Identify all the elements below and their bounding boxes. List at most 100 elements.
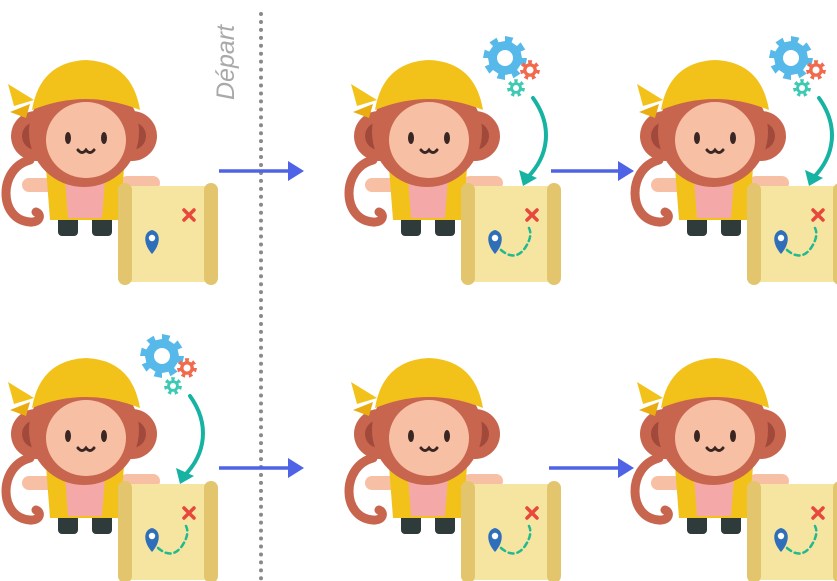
- flow-arrow-head: [618, 458, 634, 478]
- monkey-hat: [661, 358, 769, 408]
- map-roll: [118, 481, 132, 581]
- monkey-eye: [65, 132, 71, 144]
- monkey-mouth: [76, 147, 96, 154]
- process-step: [344, 358, 561, 581]
- monkey-eye: [444, 430, 450, 442]
- monkey-eye: [444, 132, 450, 144]
- monkey-mouth: [419, 445, 439, 452]
- map-pin-dot: [777, 532, 785, 540]
- process-step: [344, 36, 561, 285]
- monkey-tail: [1, 155, 44, 227]
- map-trail: [156, 524, 189, 555]
- monkey-hat-knot: [353, 104, 373, 118]
- gear-hole: [183, 364, 191, 372]
- monkey-face: [46, 102, 126, 178]
- map-paper: [461, 484, 559, 580]
- gear-hole: [513, 85, 519, 91]
- monkey-icon: [344, 358, 503, 534]
- map-trail: [499, 524, 532, 555]
- map-paper: [118, 186, 216, 282]
- map-cross-icon: [811, 506, 825, 520]
- flow-arrow-head: [288, 458, 304, 478]
- map-roll: [547, 183, 561, 285]
- monkey-hat: [32, 60, 140, 110]
- monkey-hat-knot: [637, 382, 663, 404]
- map-trail: [785, 524, 818, 555]
- monkey-icon: [344, 60, 503, 236]
- map-icon: [118, 481, 218, 581]
- monkey-hat-knot: [351, 84, 377, 106]
- flow-arrow: [549, 458, 634, 478]
- process-step: [630, 358, 837, 581]
- monkey-mouth: [76, 445, 96, 452]
- monkey-hat: [375, 358, 483, 408]
- map-paper: [118, 484, 216, 580]
- process-step: [630, 36, 837, 285]
- monkey-hat-knot: [639, 402, 659, 416]
- monkey-icon: [630, 60, 789, 236]
- process-step: [1, 334, 218, 581]
- process-arrow-head: [176, 468, 194, 484]
- monkey-eye: [408, 430, 414, 442]
- monkey-hat: [32, 358, 140, 408]
- map-roll: [747, 183, 761, 285]
- map-icon: [461, 183, 561, 285]
- map-pin-dot: [148, 234, 156, 242]
- map-pin-icon: [774, 528, 788, 552]
- monkey-face: [389, 400, 469, 476]
- monkey-mouth: [705, 445, 725, 452]
- monkey-hat-knot: [353, 402, 373, 416]
- monkey-hat-knot: [637, 84, 663, 106]
- flow-arrow-head: [618, 161, 634, 181]
- map-roll: [204, 481, 218, 581]
- map-roll: [461, 183, 475, 285]
- monkey-hat-knot: [8, 84, 34, 106]
- map-pin-icon: [774, 230, 788, 254]
- map-pin-icon: [488, 230, 502, 254]
- monkey-hat: [375, 60, 483, 110]
- monkey-tail: [344, 453, 387, 525]
- process-arrow: [182, 394, 205, 478]
- map-icon: [118, 183, 218, 285]
- gear-hole: [497, 50, 513, 66]
- flow-arrow: [551, 161, 634, 181]
- process-arrow-head: [519, 170, 537, 186]
- start-divider: [259, 12, 263, 581]
- map-roll: [747, 481, 761, 581]
- flow-arrow-head: [288, 161, 304, 181]
- map-cross-icon: [182, 506, 196, 520]
- gear-hole: [526, 66, 534, 74]
- map-pin-dot: [777, 234, 785, 242]
- map-cross-icon: [525, 208, 539, 222]
- map-roll: [833, 481, 837, 581]
- map-trail: [499, 226, 532, 257]
- map-icon: [747, 183, 837, 285]
- monkey-eye: [694, 430, 700, 442]
- monkey-hat-knot: [351, 382, 377, 404]
- monkey-tail: [630, 155, 673, 227]
- monkey-eye: [694, 132, 700, 144]
- gear-hole: [170, 383, 176, 389]
- monkey-eye: [65, 430, 71, 442]
- monkey-hat-knot: [10, 104, 30, 118]
- process-arrow: [525, 96, 548, 180]
- monkey-hat-knot: [10, 402, 30, 416]
- map-roll: [118, 183, 132, 285]
- monkey-face: [675, 102, 755, 178]
- monkey-mouth: [705, 147, 725, 154]
- monkey-eye: [408, 132, 414, 144]
- flow-arrow: [219, 458, 304, 478]
- map-pin-icon: [145, 528, 159, 552]
- map-pin-dot: [148, 532, 156, 540]
- monkey-hat-knot: [639, 104, 659, 118]
- monkey-tail: [1, 453, 44, 525]
- gear-hole: [783, 50, 799, 66]
- map-pin-dot: [491, 234, 499, 242]
- monkey-icon: [630, 358, 789, 534]
- map-icon: [461, 481, 561, 581]
- map-pin-icon: [145, 230, 159, 254]
- monkey-icon: [1, 60, 160, 236]
- process-step: [1, 60, 218, 285]
